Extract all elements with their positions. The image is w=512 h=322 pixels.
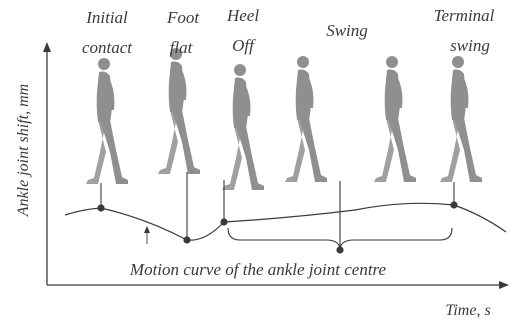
- phase-label-line2: swing: [450, 36, 490, 55]
- y-axis: [43, 42, 51, 285]
- point-terminal-swing: [450, 201, 457, 208]
- curve-caption: Motion curve of the ankle joint centre: [129, 260, 387, 279]
- point-heel-off: [220, 218, 227, 225]
- phase-label-line1: Heel: [226, 6, 259, 25]
- x-axis-label: Time, s: [445, 302, 490, 319]
- phase-label-line2: flat: [170, 38, 194, 57]
- point-swing: [336, 246, 343, 253]
- figure-terminal-swing: [440, 56, 482, 182]
- motion-curve: [65, 203, 506, 240]
- figure-heel-off: [222, 64, 264, 190]
- curve-pointer-arrow: [144, 226, 150, 244]
- y-axis-label: Ankle joint shift, mm: [15, 84, 32, 217]
- phase-label-line1: Terminal: [434, 6, 495, 25]
- figure-swing-2: [374, 56, 416, 182]
- phase-label-line1: Swing: [326, 21, 368, 40]
- phase-points: [97, 201, 457, 253]
- point-initial-contact: [97, 204, 104, 211]
- x-axis: [47, 281, 509, 289]
- walking-figures: [86, 48, 482, 190]
- figure-foot-flat: [158, 48, 200, 174]
- figure-initial-contact: [86, 58, 128, 184]
- point-foot-flat: [183, 236, 190, 243]
- phase-label-line2: contact: [82, 38, 133, 57]
- figure-swing-1: [285, 56, 327, 182]
- phase-label-line2: Off: [232, 36, 256, 55]
- phase-label-line1: Foot: [166, 8, 200, 27]
- phase-leader-lines: [101, 172, 454, 248]
- phase-label-line1: Initial: [85, 8, 128, 27]
